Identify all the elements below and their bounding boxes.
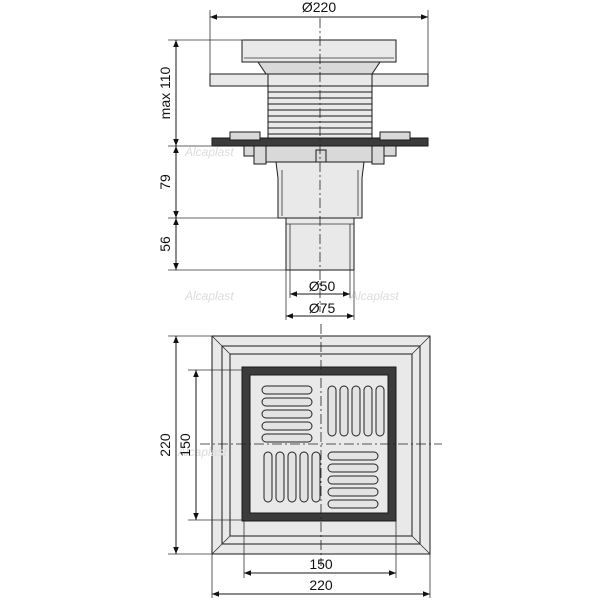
slots-top-left	[261, 385, 313, 443]
slots-bottom-left	[263, 451, 321, 503]
dimension-plan-height-inner: 150	[177, 433, 193, 457]
dimension-body-height: 79	[157, 174, 173, 190]
dimension-plan-width-outer: 220	[309, 577, 333, 593]
slots-top-right	[327, 385, 385, 437]
grate-frame	[257, 61, 381, 75]
dimension-max-height: max 110	[157, 66, 173, 119]
plan-view: Alcaplast 220 150 150 220	[157, 324, 442, 598]
dimension-top-diameter: Ø220	[302, 0, 336, 15]
side-view: Alcaplast Alcaplast Alcaplast Alcaplast	[157, 0, 429, 320]
dimension-plan-height-outer: 220	[157, 433, 173, 457]
dimension-plan-width-inner: 150	[309, 556, 333, 572]
dimension-outlet-outer: Ø75	[309, 300, 336, 316]
grate-plate	[241, 39, 397, 63]
dimension-outlet-height: 56	[157, 236, 173, 252]
watermark-text: Alcaplast	[184, 145, 234, 159]
slots-bottom-right	[327, 451, 379, 509]
watermark-text: Alcaplast	[349, 289, 399, 303]
dimension-outlet-inner: Ø50	[309, 278, 336, 294]
watermark-text: Alcaplast	[184, 289, 234, 303]
watermark-text: Alcaplast	[177, 445, 227, 459]
